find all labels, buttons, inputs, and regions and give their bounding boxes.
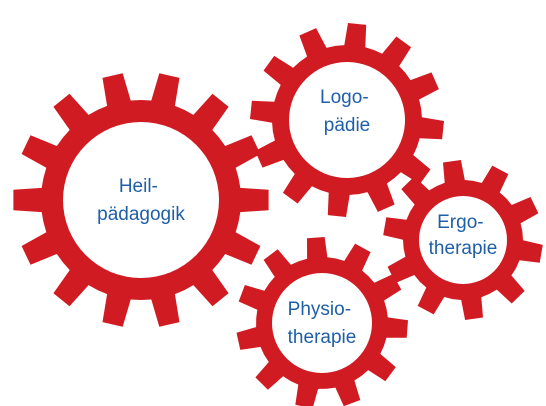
gear-logopaedie-label: Logo- pädie: [320, 87, 374, 136]
gear-physiotherapie-label: Physio- therapie: [288, 299, 357, 348]
gear-ergotherapie-center: [419, 196, 507, 284]
gear-heilpaedagogik: Heil- pädagogik: [13, 73, 269, 327]
gear-physiotherapie-label-line2: therapie: [288, 327, 357, 348]
gear-heilpaedagogik-center: [63, 122, 219, 278]
gear-logopaedie-label-line1: Logo-: [320, 87, 369, 108]
gear-ergotherapie-label-line1: Ergo-: [437, 212, 483, 233]
gear-heilpaedagogik-label-line2: pädagogik: [97, 204, 185, 225]
gear-physiotherapie: Physio- therapie: [236, 237, 408, 406]
gear-logopaedie: Logo- pädie: [250, 23, 444, 217]
gear-logopaedie-label-line2: pädie: [324, 115, 371, 136]
gear-heilpaedagogik-label-line1: Heil-: [119, 176, 158, 197]
gear-ergotherapie-label-line2: therapie: [429, 238, 498, 259]
gear-logopaedie-center: [289, 62, 405, 178]
gear-heilpaedagogik-label: Heil- pädagogik: [97, 176, 185, 225]
gear-ergotherapie: Ergo- therapie: [383, 160, 543, 320]
gear-physiotherapie-label-line1: Physio-: [288, 299, 351, 320]
gear-physiotherapie-center: [272, 273, 372, 373]
gear-ergotherapie-label: Ergo- therapie: [429, 212, 498, 259]
